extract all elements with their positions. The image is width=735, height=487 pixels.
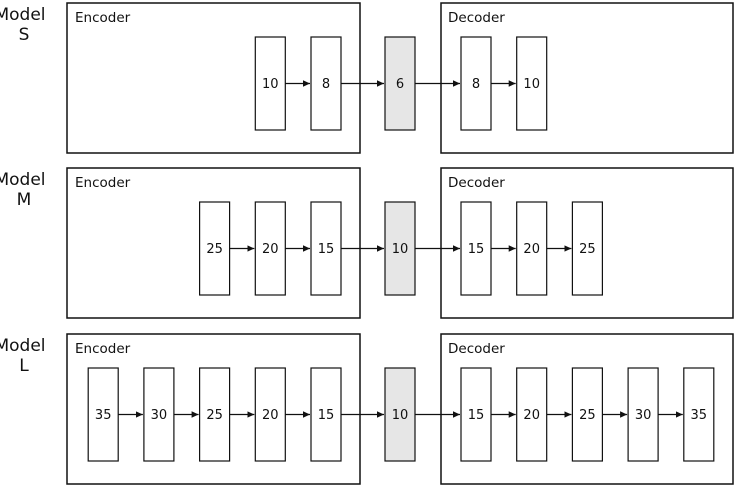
bottleneck-layer: 10: [384, 201, 416, 296]
decoder-layer-box: [460, 201, 492, 296]
decoder-layer-label: 35: [691, 408, 708, 423]
encoder-layer-label: 15: [318, 408, 335, 423]
decoder-layer: 30: [627, 367, 659, 462]
model-label-line1: Model: [0, 5, 46, 25]
decoder-layer: 25: [571, 201, 604, 296]
encoder-layer-label: 15: [318, 242, 335, 257]
encoder-box: [66, 167, 361, 319]
decoder-label: Decoder: [448, 10, 505, 26]
bottleneck-layer-label: 10: [392, 242, 409, 257]
decoder-layer-box: [571, 367, 604, 462]
decoder-layer-label: 25: [579, 242, 596, 257]
decoder-layer: 35: [683, 367, 715, 462]
encoder-layer-box: [254, 367, 286, 462]
decoder-layer: 25: [571, 367, 604, 462]
encoder-layer: 20: [254, 201, 286, 296]
model-label-line2: M: [17, 190, 32, 210]
decoder-layer: 15: [460, 367, 492, 462]
encoder-layer: 10: [254, 36, 286, 131]
encoder-layer-box: [87, 367, 119, 462]
model-label-line1: Model: [0, 170, 46, 190]
decoder-layer-box: [516, 36, 548, 131]
encoder-layer-label: 25: [206, 242, 223, 257]
decoder-layer: 8: [460, 36, 492, 131]
encoder-label: Encoder: [75, 341, 131, 357]
decoder-box: [440, 2, 734, 154]
decoder-layer-label: 25: [579, 408, 596, 423]
encoder-layer: 8: [310, 36, 342, 131]
encoder-layer: 25: [199, 201, 231, 296]
decoder-layer-box: [627, 367, 659, 462]
encoder-layer-box: [199, 201, 231, 296]
decoder-layer-box: [460, 367, 492, 462]
encoder-layer-label: 35: [95, 408, 112, 423]
encoder-layer: 35: [87, 367, 119, 462]
bottleneck-layer-label: 6: [396, 77, 404, 92]
bottleneck-layer-box: [384, 367, 416, 462]
bottleneck-layer: 10: [384, 367, 416, 462]
decoder-box: [440, 167, 734, 319]
encoder-layer-label: 10: [262, 77, 279, 92]
model-label-line2: S: [19, 25, 30, 45]
decoder-layer: 15: [460, 201, 492, 296]
encoder-layer: 15: [310, 367, 342, 462]
bottleneck-layer-box: [384, 36, 416, 131]
bottleneck-layer: 6: [384, 36, 416, 131]
decoder-layer-label: 20: [523, 242, 540, 257]
decoder-layer-label: 30: [635, 408, 652, 423]
encoder-layer-box: [310, 367, 342, 462]
encoder-layer-label: 20: [262, 242, 279, 257]
encoder-layer-label: 20: [262, 408, 279, 423]
encoder-layer-label: 8: [322, 77, 330, 92]
model-label-line1: Model: [0, 336, 46, 356]
decoder-label: Decoder: [448, 341, 505, 357]
encoder-layer-box: [310, 201, 342, 296]
encoder-label: Encoder: [75, 175, 131, 191]
decoder-layer-box: [516, 367, 548, 462]
model-label-line2: L: [19, 356, 29, 376]
decoder-layer: 20: [516, 367, 548, 462]
decoder-layer-label: 20: [523, 408, 540, 423]
encoder-layer: 30: [143, 367, 175, 462]
encoder-layer-box: [310, 36, 342, 131]
encoder-layer: 20: [254, 367, 286, 462]
decoder-layer-box: [571, 201, 604, 296]
decoder-layer: 20: [516, 201, 548, 296]
encoder-layer-label: 25: [206, 408, 223, 423]
decoder-box: [440, 333, 734, 485]
encoder-layer: 25: [199, 367, 231, 462]
decoder-layer-label: 15: [468, 242, 485, 257]
decoder-label: Decoder: [448, 175, 505, 191]
decoder-layer-label: 10: [523, 77, 540, 92]
encoder-layer-label: 30: [151, 408, 168, 423]
encoder-box: [66, 2, 361, 154]
bottleneck-layer-label: 10: [392, 408, 409, 423]
encoder-label: Encoder: [75, 10, 131, 26]
decoder-layer-box: [460, 36, 492, 131]
decoder-layer: 10: [516, 36, 548, 131]
decoder-layer-box: [683, 367, 715, 462]
decoder-layer-label: 15: [468, 408, 485, 423]
decoder-layer-label: 8: [472, 77, 480, 92]
encoder-layer: 15: [310, 201, 342, 296]
encoder-layer-box: [199, 367, 231, 462]
encoder-box: [66, 333, 361, 485]
